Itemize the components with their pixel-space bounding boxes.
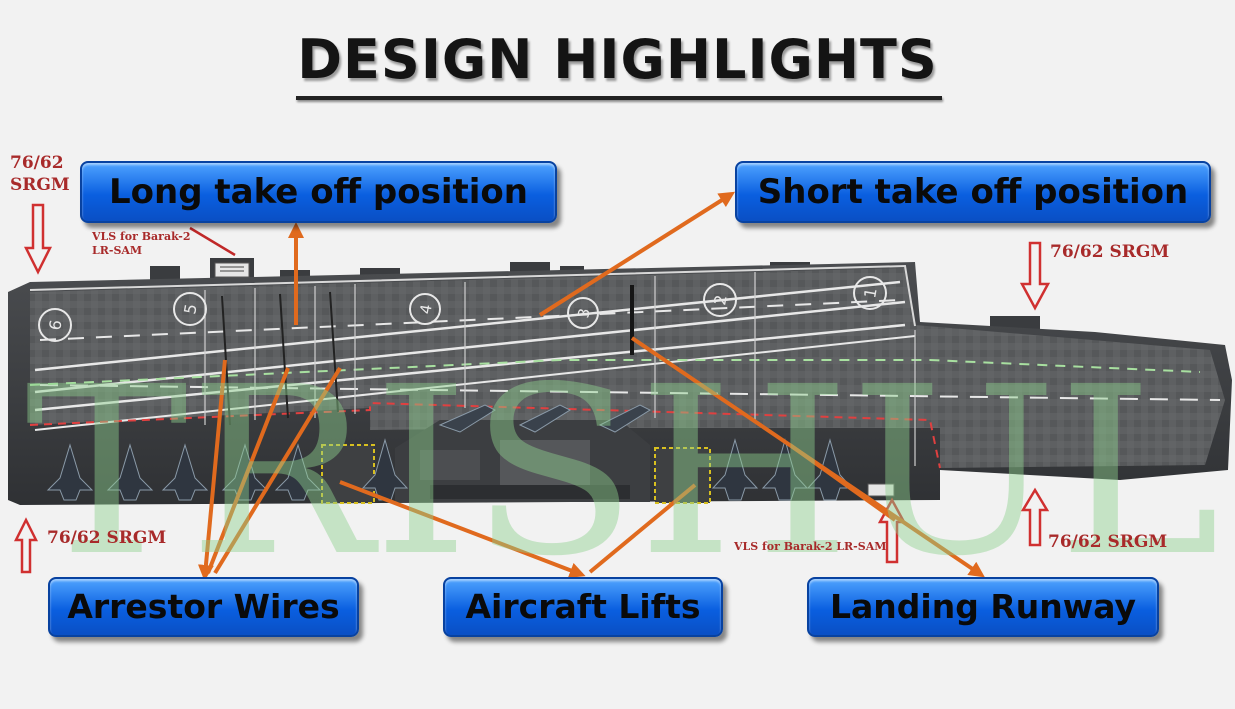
arrow-arrestor-2 [206,367,290,574]
deck-spot-1: 1 [860,286,880,299]
srgm-arrow-top-left [23,203,53,275]
label-vls-bottom: VLS for Barak-2 LR-SAM [734,540,887,553]
vls-block-bottom [867,483,895,497]
parked-aircraft-diagonal [438,404,652,433]
callout-long-takeoff: Long take off position [80,161,557,223]
label-srgm-bottom-right: 76/62 SRGM [1048,532,1168,552]
deck-spot-2: 2 [710,293,730,306]
parked-aircraft-row [46,438,854,501]
vls-top-pointer-line [189,226,236,257]
deck-spot-4: 4 [416,303,435,316]
srgm-arrow-bottom-left [13,517,39,574]
deck-spot-numbers: 6 5 4 3 2 1 [45,286,880,331]
label-srgm-top-left: 76/62 SRGM [10,153,70,195]
callout-short-takeoff-label: Short take off position [757,172,1189,212]
deck-spot-3: 3 [574,307,593,320]
label-srgm-bottom-left: 76/62 SRGM [47,528,167,548]
srgm-arrow-top-right [1019,241,1051,311]
callout-aircraft-lifts: Aircraft Lifts [443,577,723,637]
label-srgm-top-right: 76/62 SRGM [1050,242,1170,262]
callout-landing-runway: Landing Runway [807,577,1159,637]
island-superstructure [395,420,650,502]
callout-aircraft-lifts-label: Aircraft Lifts [465,587,701,626]
srgm-arrows [13,203,1051,574]
label-vls-top: VLS for Barak-2 LR-SAM [92,230,191,257]
arrow-lift-right [588,483,697,574]
deck-spot-6: 6 [45,318,65,331]
vls-block-top [214,262,250,278]
arrow-arrestor-1 [197,359,227,581]
page-title: DESIGN HIGHLIGHTS [297,28,938,91]
deck-spot-5: 5 [180,302,200,315]
arrow-landing-2 [788,443,897,522]
callout-long-takeoff-label: Long take off position [109,172,528,212]
arrow-short-takeoff [538,191,736,317]
title-underline [296,96,942,100]
arrow-arrestor-3 [213,366,342,575]
arrow-lift-left [339,480,586,578]
ship-hull [8,258,1232,505]
callout-arrows [197,191,985,581]
callout-arrestor-wires: Arrestor Wires [48,577,359,637]
aircraft-lift-right [654,447,711,504]
callout-landing-runway-label: Landing Runway [830,587,1136,626]
vls-bottom-arrow [877,497,907,564]
callout-arrestor-wires-label: Arrestor Wires [67,587,340,626]
watermark-text: TRISHUL [25,337,1220,607]
deck-markings [29,272,1221,469]
srgm-arrow-bottom-right [1020,487,1050,547]
callout-short-takeoff: Short take off position [735,161,1211,223]
